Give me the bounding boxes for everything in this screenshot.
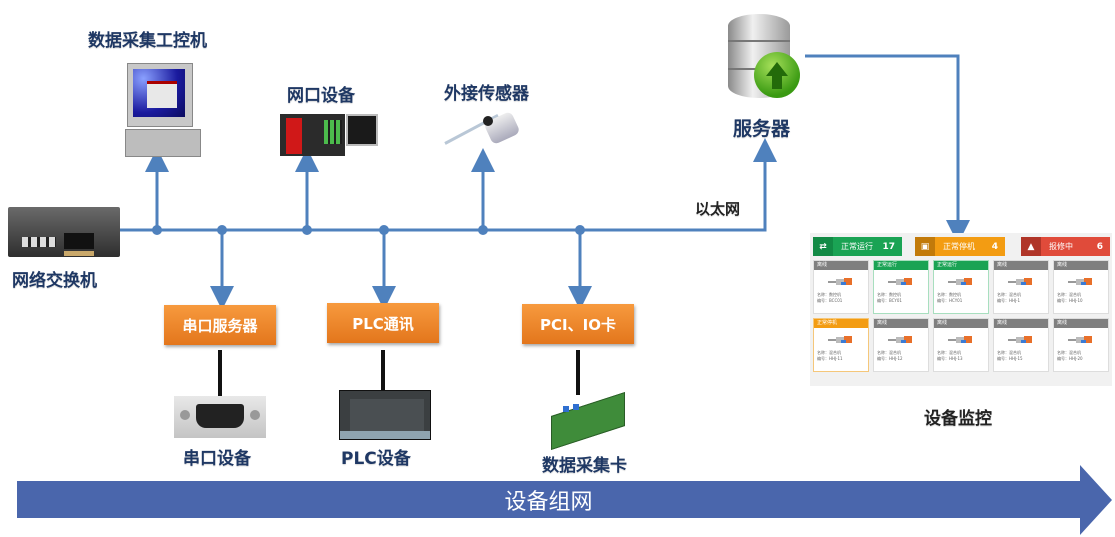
link-server-monitor (805, 54, 970, 244)
bus-node (152, 225, 162, 235)
running-icon: ⇄ (813, 237, 833, 256)
daq-card-icon (545, 391, 627, 451)
daq-card-label: 数据采集卡 (542, 456, 627, 476)
card-code: 编号：BCC01 (817, 298, 843, 303)
card-status: 离线 (1054, 261, 1108, 270)
bus-node (217, 225, 227, 235)
stat-count: 6 (1096, 241, 1103, 252)
card-name: 名称：混合机 (997, 350, 1021, 355)
device-card[interactable]: 离线名称：混合机编号：HHJ-12 (873, 318, 929, 372)
card-status: 离线 (814, 261, 868, 270)
card-status: 正常运行 (874, 261, 928, 270)
workstation-label: 数据采集工控机 (88, 31, 207, 51)
plc-device-icon (339, 390, 431, 440)
card-name: 名称：混合机 (877, 350, 901, 355)
card-name: 名称：混合机 (937, 350, 961, 355)
plc-device-label: PLC设备 (341, 449, 411, 469)
device-card[interactable]: 正常运行名称：数控机编号：BCY01 (873, 260, 929, 314)
ethernet-label: 以太网 (695, 200, 741, 218)
machine-icon (874, 270, 928, 292)
server-icon (724, 14, 804, 110)
card-name: 名称：数控机 (877, 292, 901, 297)
device-card[interactable]: 正常停机名称：混合机编号：HHJ-11 (813, 318, 869, 372)
card-status: 离线 (994, 261, 1048, 270)
machine-icon (1054, 270, 1108, 292)
net-device-label: 网口设备 (287, 86, 355, 106)
serial-device-label: 串口设备 (183, 449, 251, 469)
serial-server-box: 串口服务器 (164, 305, 276, 345)
card-name: 名称：混合机 (1057, 350, 1081, 355)
switch-label: 网络交换机 (12, 271, 97, 291)
stat-stopped[interactable]: ▣ 正常停机 4 (915, 237, 1005, 256)
machine-icon (934, 270, 988, 292)
card-code: 编号：BCY01 (877, 298, 902, 303)
machine-icon (874, 328, 928, 350)
serial-device-icon (174, 396, 266, 438)
switch-icon (8, 207, 120, 257)
card-code: 编号：HCY01 (937, 298, 963, 303)
card-status: 正常运行 (934, 261, 988, 270)
card-code: 编号：HHJ-11 (817, 356, 843, 361)
stat-repair[interactable]: ▲ 报修中 6 (1021, 237, 1110, 256)
stat-count: 4 (991, 241, 998, 252)
ethernet-bus (118, 138, 777, 232)
machine-icon (934, 328, 988, 350)
card-status: 离线 (874, 319, 928, 328)
card-name: 名称：数控机 (937, 292, 961, 297)
card-code: 编号：HHJ-1 (997, 298, 1021, 303)
serial-server-text: 串口服务器 (182, 316, 258, 335)
device-card[interactable]: 离线名称：数控机编号：BCC01 (813, 260, 869, 314)
card-code: 编号：HHJ-10 (1057, 298, 1083, 303)
card-code: 编号：HHJ-13 (937, 356, 963, 361)
stat-running[interactable]: ⇄ 正常运行 17 (813, 237, 902, 256)
machine-icon (994, 270, 1048, 292)
card-status: 离线 (934, 319, 988, 328)
bottom-arrow-title: 设备组网 (504, 489, 593, 515)
bus-node (575, 225, 585, 235)
sensor-label: 外接传感器 (444, 84, 529, 104)
card-name: 名称：数控机 (817, 292, 841, 297)
machine-icon (814, 270, 868, 292)
stat-count: 17 (882, 241, 895, 252)
plc-comm-text: PLC通讯 (352, 314, 414, 333)
pci-io-box: PCI、IO卡 (522, 304, 634, 344)
net-device-icon (280, 110, 378, 156)
bus-node (379, 225, 389, 235)
device-card[interactable]: 离线名称：混合机编号：HHJ-1 (993, 260, 1049, 314)
card-code: 编号：HHJ-20 (1057, 356, 1083, 361)
card-status: 离线 (994, 319, 1048, 328)
device-card[interactable]: 离线名称：混合机编号：HHJ-13 (933, 318, 989, 372)
machine-icon (814, 328, 868, 350)
card-status: 正常停机 (814, 319, 868, 328)
device-card[interactable]: 离线名称：混合机编号：HHJ-15 (993, 318, 1049, 372)
sensor-icon (444, 110, 525, 160)
stop-icon: ▣ (915, 237, 935, 256)
card-name: 名称：混合机 (997, 292, 1021, 297)
device-card[interactable]: 离线名称：混合机编号：HHJ-10 (1053, 260, 1109, 314)
monitor-label: 设备监控 (924, 409, 992, 429)
machine-icon (994, 328, 1048, 350)
bus-node (478, 225, 488, 235)
bottom-arrow (17, 465, 1112, 535)
card-status: 离线 (1054, 319, 1108, 328)
server-label: 服务器 (733, 118, 791, 140)
machine-icon (1054, 328, 1108, 350)
warning-icon: ▲ (1021, 237, 1041, 256)
stat-label: 正常停机 (943, 242, 975, 251)
pci-io-text: PCI、IO卡 (540, 315, 616, 334)
stat-label: 报修中 (1049, 242, 1073, 251)
device-card[interactable]: 离线名称：混合机编号：HHJ-20 (1053, 318, 1109, 372)
plc-comm-box: PLC通讯 (327, 303, 439, 343)
workstation-icon (123, 63, 203, 158)
bus-node (302, 225, 312, 235)
card-code: 编号：HHJ-15 (997, 356, 1023, 361)
stat-label: 正常运行 (841, 242, 873, 251)
card-name: 名称：混合机 (817, 350, 841, 355)
card-name: 名称：混合机 (1057, 292, 1081, 297)
device-card[interactable]: 正常运行名称：数控机编号：HCY01 (933, 260, 989, 314)
device-monitor-panel: ⇄ 正常运行 17 ▣ 正常停机 4 ▲ 报修中 6 离线名称：数控机编号：BC… (810, 233, 1112, 386)
card-code: 编号：HHJ-12 (877, 356, 903, 361)
